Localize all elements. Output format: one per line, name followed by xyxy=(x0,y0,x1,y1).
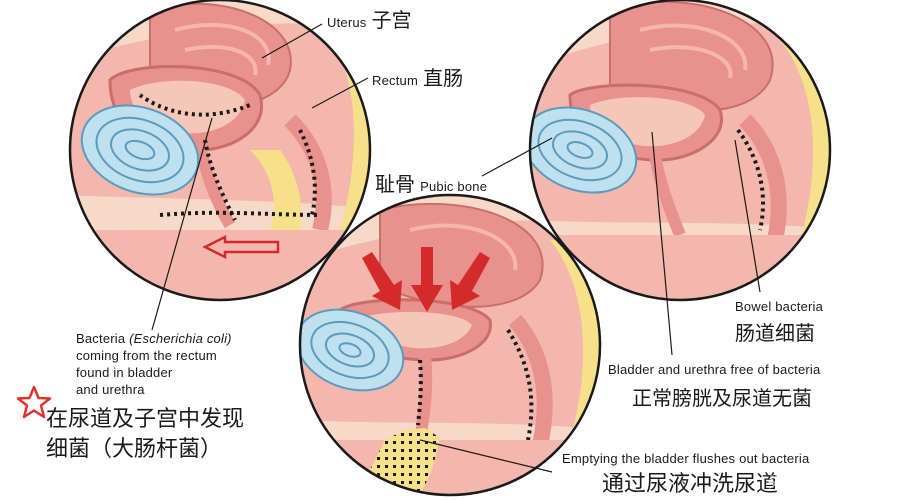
uterus-label-cn: 子宫 xyxy=(371,8,412,32)
rectum-label: Rectum 直肠 xyxy=(372,62,463,91)
normal-cross-section xyxy=(528,0,832,302)
bacteria-label-en-line2: coming from the rectum xyxy=(76,348,217,363)
bacteria-free-label-en: Bladder and urethra free of bacteria xyxy=(608,362,821,377)
bowel-bacteria-label-cn: 肠道细菌 xyxy=(735,321,815,345)
leader-lines xyxy=(151,23,761,473)
bowel-bacteria-label: Bowel bacteria 肠道细菌 xyxy=(735,294,823,346)
pubic-bone-label-en: Pubic bone xyxy=(420,179,488,194)
bacteria-free-label-cn: 正常膀胱及尿道无菌 xyxy=(632,386,812,410)
uterus-label-en: Uterus xyxy=(327,15,367,30)
emptying-label-cn: 通过尿液冲洗尿道 xyxy=(602,472,779,497)
rectum-label-en: Rectum xyxy=(372,73,418,88)
bacteria-label-cn: 在尿道及子宫中发现 细菌（大肠杆菌） xyxy=(46,405,244,465)
emptying-label-en: Emptying the bladder flushes out bacteri… xyxy=(562,451,810,466)
bacteria-free-label: Bladder and urethra free of bacteria 正常膀… xyxy=(608,356,820,412)
bacteria-label-cn-line1: 在尿道及子宫中发现 xyxy=(46,407,245,432)
bacteria-label-en-line1: Bacteria (Escherichia coli) xyxy=(76,331,232,346)
bacteria-label-cn-line2: 细菌（大肠杆菌） xyxy=(46,437,223,462)
pubic-bone-label: 耻骨 Pubic bone xyxy=(375,168,487,197)
rectum-label-cn: 直肠 xyxy=(423,66,464,90)
bacteria-label-en: Bacteria (Escherichia coli) coming from … xyxy=(76,330,276,398)
bowel-bacteria-label-en: Bowel bacteria xyxy=(735,299,824,314)
bacteria-label-en-line3: found in bladder xyxy=(76,365,173,380)
bacteria-label-en-line4: and urethra xyxy=(76,382,145,397)
uterus-label: Uterus 子宫 xyxy=(327,4,412,33)
pubic-bone-label-cn: 耻骨 xyxy=(375,172,415,196)
emptying-label: Emptying the bladder flushes out bacteri… xyxy=(562,446,809,498)
star-icon xyxy=(16,385,52,419)
watermark: 头条号 / Dize健康 xyxy=(767,473,890,491)
